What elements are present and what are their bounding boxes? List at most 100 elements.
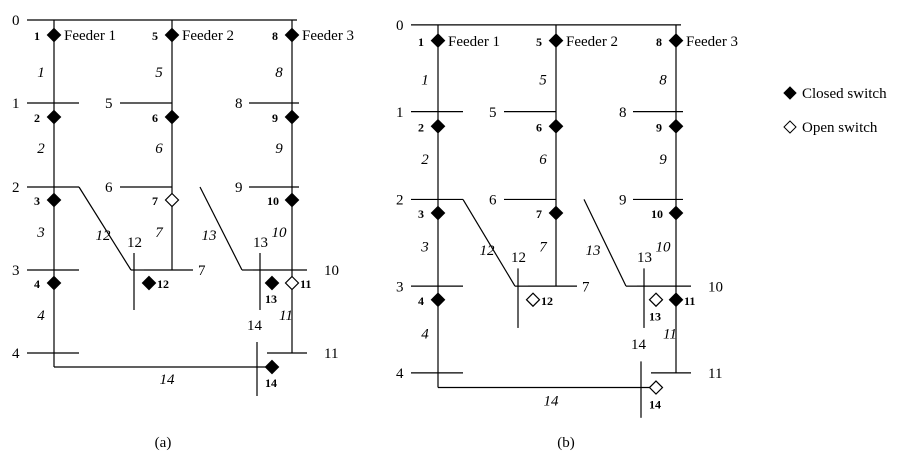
line-label: 3	[420, 240, 429, 256]
line-label: 4	[37, 308, 45, 324]
bus-label: 6	[489, 193, 497, 209]
line-label: 6	[539, 152, 547, 168]
line-label: 8	[659, 72, 667, 88]
switch-number: 2	[418, 120, 424, 134]
switch-number: 14	[265, 376, 277, 390]
line-label: 14	[160, 372, 176, 388]
open-switch-icon	[648, 292, 664, 308]
closed-switch-icon	[668, 205, 684, 221]
switch-number: 1	[418, 35, 424, 49]
line-label: 8	[275, 65, 283, 81]
open-switch-icon	[648, 380, 664, 395]
bus-label: 9	[619, 193, 627, 209]
line-label: 13	[202, 228, 217, 244]
closed-switch-icon	[430, 292, 446, 308]
bus-label: 11	[324, 346, 338, 362]
switch-number: 10	[651, 207, 663, 221]
closed-switch-icon	[46, 109, 62, 125]
switch-number: 2	[34, 111, 40, 125]
closed-switch-icon	[284, 109, 300, 125]
line-label: 3	[36, 225, 45, 241]
bus-label: 0	[12, 13, 20, 29]
switch-number: 8	[656, 35, 662, 49]
branch-line	[199, 186, 243, 271]
switch-number: 7	[152, 194, 158, 208]
switch-number: 5	[152, 29, 158, 43]
bus-label: 6	[105, 180, 113, 196]
switch-number: 7	[536, 207, 542, 221]
line-label: 6	[155, 141, 163, 157]
bus-label: 10	[708, 279, 723, 295]
switch-number: 6	[152, 111, 158, 125]
bus-label: 13	[253, 235, 268, 251]
switch-number: 3	[418, 207, 424, 221]
feeder-label: Feeder 3	[302, 28, 354, 44]
bus-label: 4	[12, 346, 20, 362]
bus-label: 8	[619, 105, 627, 121]
bus-label: 5	[489, 105, 497, 121]
bus-label: 2	[12, 180, 20, 196]
branch-line	[583, 199, 627, 287]
bus-label: 5	[105, 96, 113, 112]
bus-label: 14	[631, 337, 647, 353]
line-label: 10	[272, 225, 288, 241]
closed-switch-icon	[668, 118, 684, 134]
feeder-label: Feeder 3	[686, 34, 738, 50]
line-label: 12	[480, 243, 496, 259]
closed-switch-icon	[141, 275, 157, 291]
closed-switch-icon	[284, 192, 300, 208]
bus-label: 7	[198, 263, 206, 279]
switch-number: 11	[300, 277, 311, 291]
feeder-label: Feeder 2	[566, 34, 618, 50]
closed-switch-icon	[46, 27, 62, 43]
branch-line	[462, 199, 516, 287]
bus-label: 13	[637, 250, 652, 266]
line-label: 12	[96, 228, 112, 244]
line-label: 10	[656, 240, 672, 256]
bus-label: 7	[582, 279, 590, 295]
bus-label: 3	[396, 279, 404, 295]
switch-number: 9	[272, 111, 278, 125]
line-label: 11	[279, 308, 293, 324]
switch-number: 4	[34, 277, 40, 291]
legend-open-label: Open switch	[802, 120, 878, 136]
closed-switch-legend-icon	[783, 86, 797, 100]
closed-switch-icon	[430, 33, 446, 48]
bus-label: 14	[247, 318, 263, 334]
open-switch-icon	[525, 292, 541, 308]
bus-label: 0	[396, 18, 404, 34]
switch-number: 13	[265, 292, 277, 306]
closed-switch-icon	[430, 118, 446, 134]
line-label: 1	[37, 65, 45, 81]
closed-switch-icon	[548, 33, 564, 48]
panel-caption: (a)	[155, 435, 172, 451]
switch-number: 14	[649, 397, 661, 411]
switch-number: 6	[536, 120, 542, 134]
line-label: 2	[37, 141, 45, 157]
switch-number: 12	[541, 294, 553, 308]
open-switch-icon	[284, 275, 300, 291]
bus-label: 9	[235, 180, 243, 196]
line-label: 9	[659, 152, 667, 168]
bus-label: 4	[396, 366, 404, 382]
line-label: 13	[586, 243, 601, 259]
switch-number: 8	[272, 29, 278, 43]
open-switch-icon	[164, 192, 180, 208]
feeder-label: Feeder 2	[182, 28, 234, 44]
line-label: 9	[275, 141, 283, 157]
bus-label: 1	[396, 105, 404, 121]
closed-switch-icon	[164, 109, 180, 125]
legend: Closed switch Open switch	[783, 86, 887, 136]
bus-label: 11	[708, 366, 722, 382]
panel-caption: (b)	[557, 435, 575, 451]
bus-label: 8	[235, 96, 243, 112]
switch-number: 4	[418, 294, 424, 308]
legend-closed-label: Closed switch	[802, 86, 887, 102]
line-label: 7	[155, 225, 164, 241]
line-label: 2	[421, 152, 429, 168]
open-switch-legend-icon	[783, 120, 797, 134]
closed-switch-icon	[46, 275, 62, 291]
feeder-label: Feeder 1	[64, 28, 116, 44]
